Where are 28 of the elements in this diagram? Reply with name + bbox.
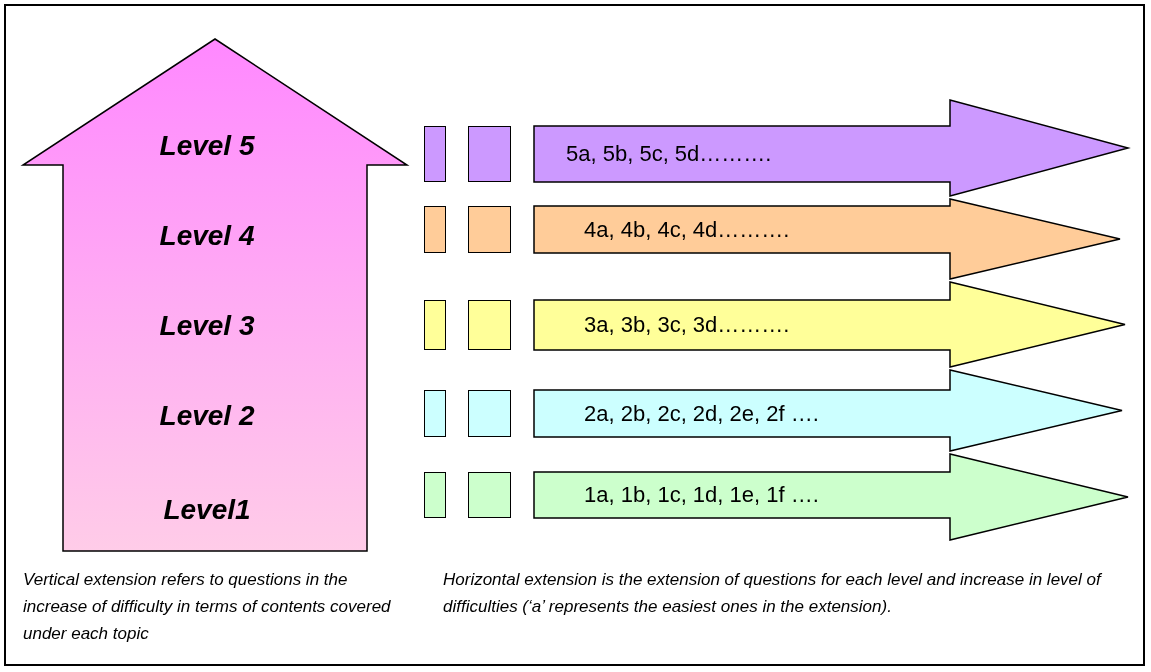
horizontal-arrow	[534, 199, 1120, 279]
question-range-label: 5a, 5b, 5c, 5d……….	[566, 141, 772, 167]
level-box	[424, 126, 446, 182]
level-box	[468, 472, 511, 518]
level-label: Level1	[163, 494, 251, 526]
level-label: Level 3	[159, 310, 255, 342]
horizontal-arrow	[534, 454, 1128, 540]
question-range-label: 1a, 1b, 1c, 1d, 1e, 1f ….	[584, 482, 819, 508]
level-label: Level 2	[159, 400, 255, 432]
level-box	[468, 390, 511, 437]
level-box	[468, 206, 511, 253]
level-box	[468, 300, 511, 350]
level-box	[424, 472, 446, 518]
question-range-label: 4a, 4b, 4c, 4d……….	[584, 216, 790, 243]
explanatory-note: Vertical extension refers to questions in the increase of difficulty in terms of contents covered under each topic	[23, 569, 392, 645]
horizontal-arrow	[534, 100, 1128, 196]
level-label: Level 4	[159, 220, 255, 252]
level-box	[424, 206, 446, 253]
question-range-label: 2a, 2b, 2c, 2d, 2e, 2f ….	[584, 400, 819, 427]
level-box	[424, 300, 446, 350]
level-box	[424, 390, 446, 437]
explanatory-note: Horizontal extension is the extension of questions for each level and increase in level of difficulties (‘a’ represents the easiest ones in the extension).	[443, 569, 1103, 618]
horizontal-arrow	[534, 370, 1122, 451]
horizontal-arrow	[534, 282, 1125, 367]
level-box	[468, 126, 511, 182]
question-range-label: 3a, 3b, 3c, 3d……….	[584, 312, 790, 338]
vertical-arrow	[22, 38, 408, 552]
level-label: Level 5	[159, 130, 255, 162]
